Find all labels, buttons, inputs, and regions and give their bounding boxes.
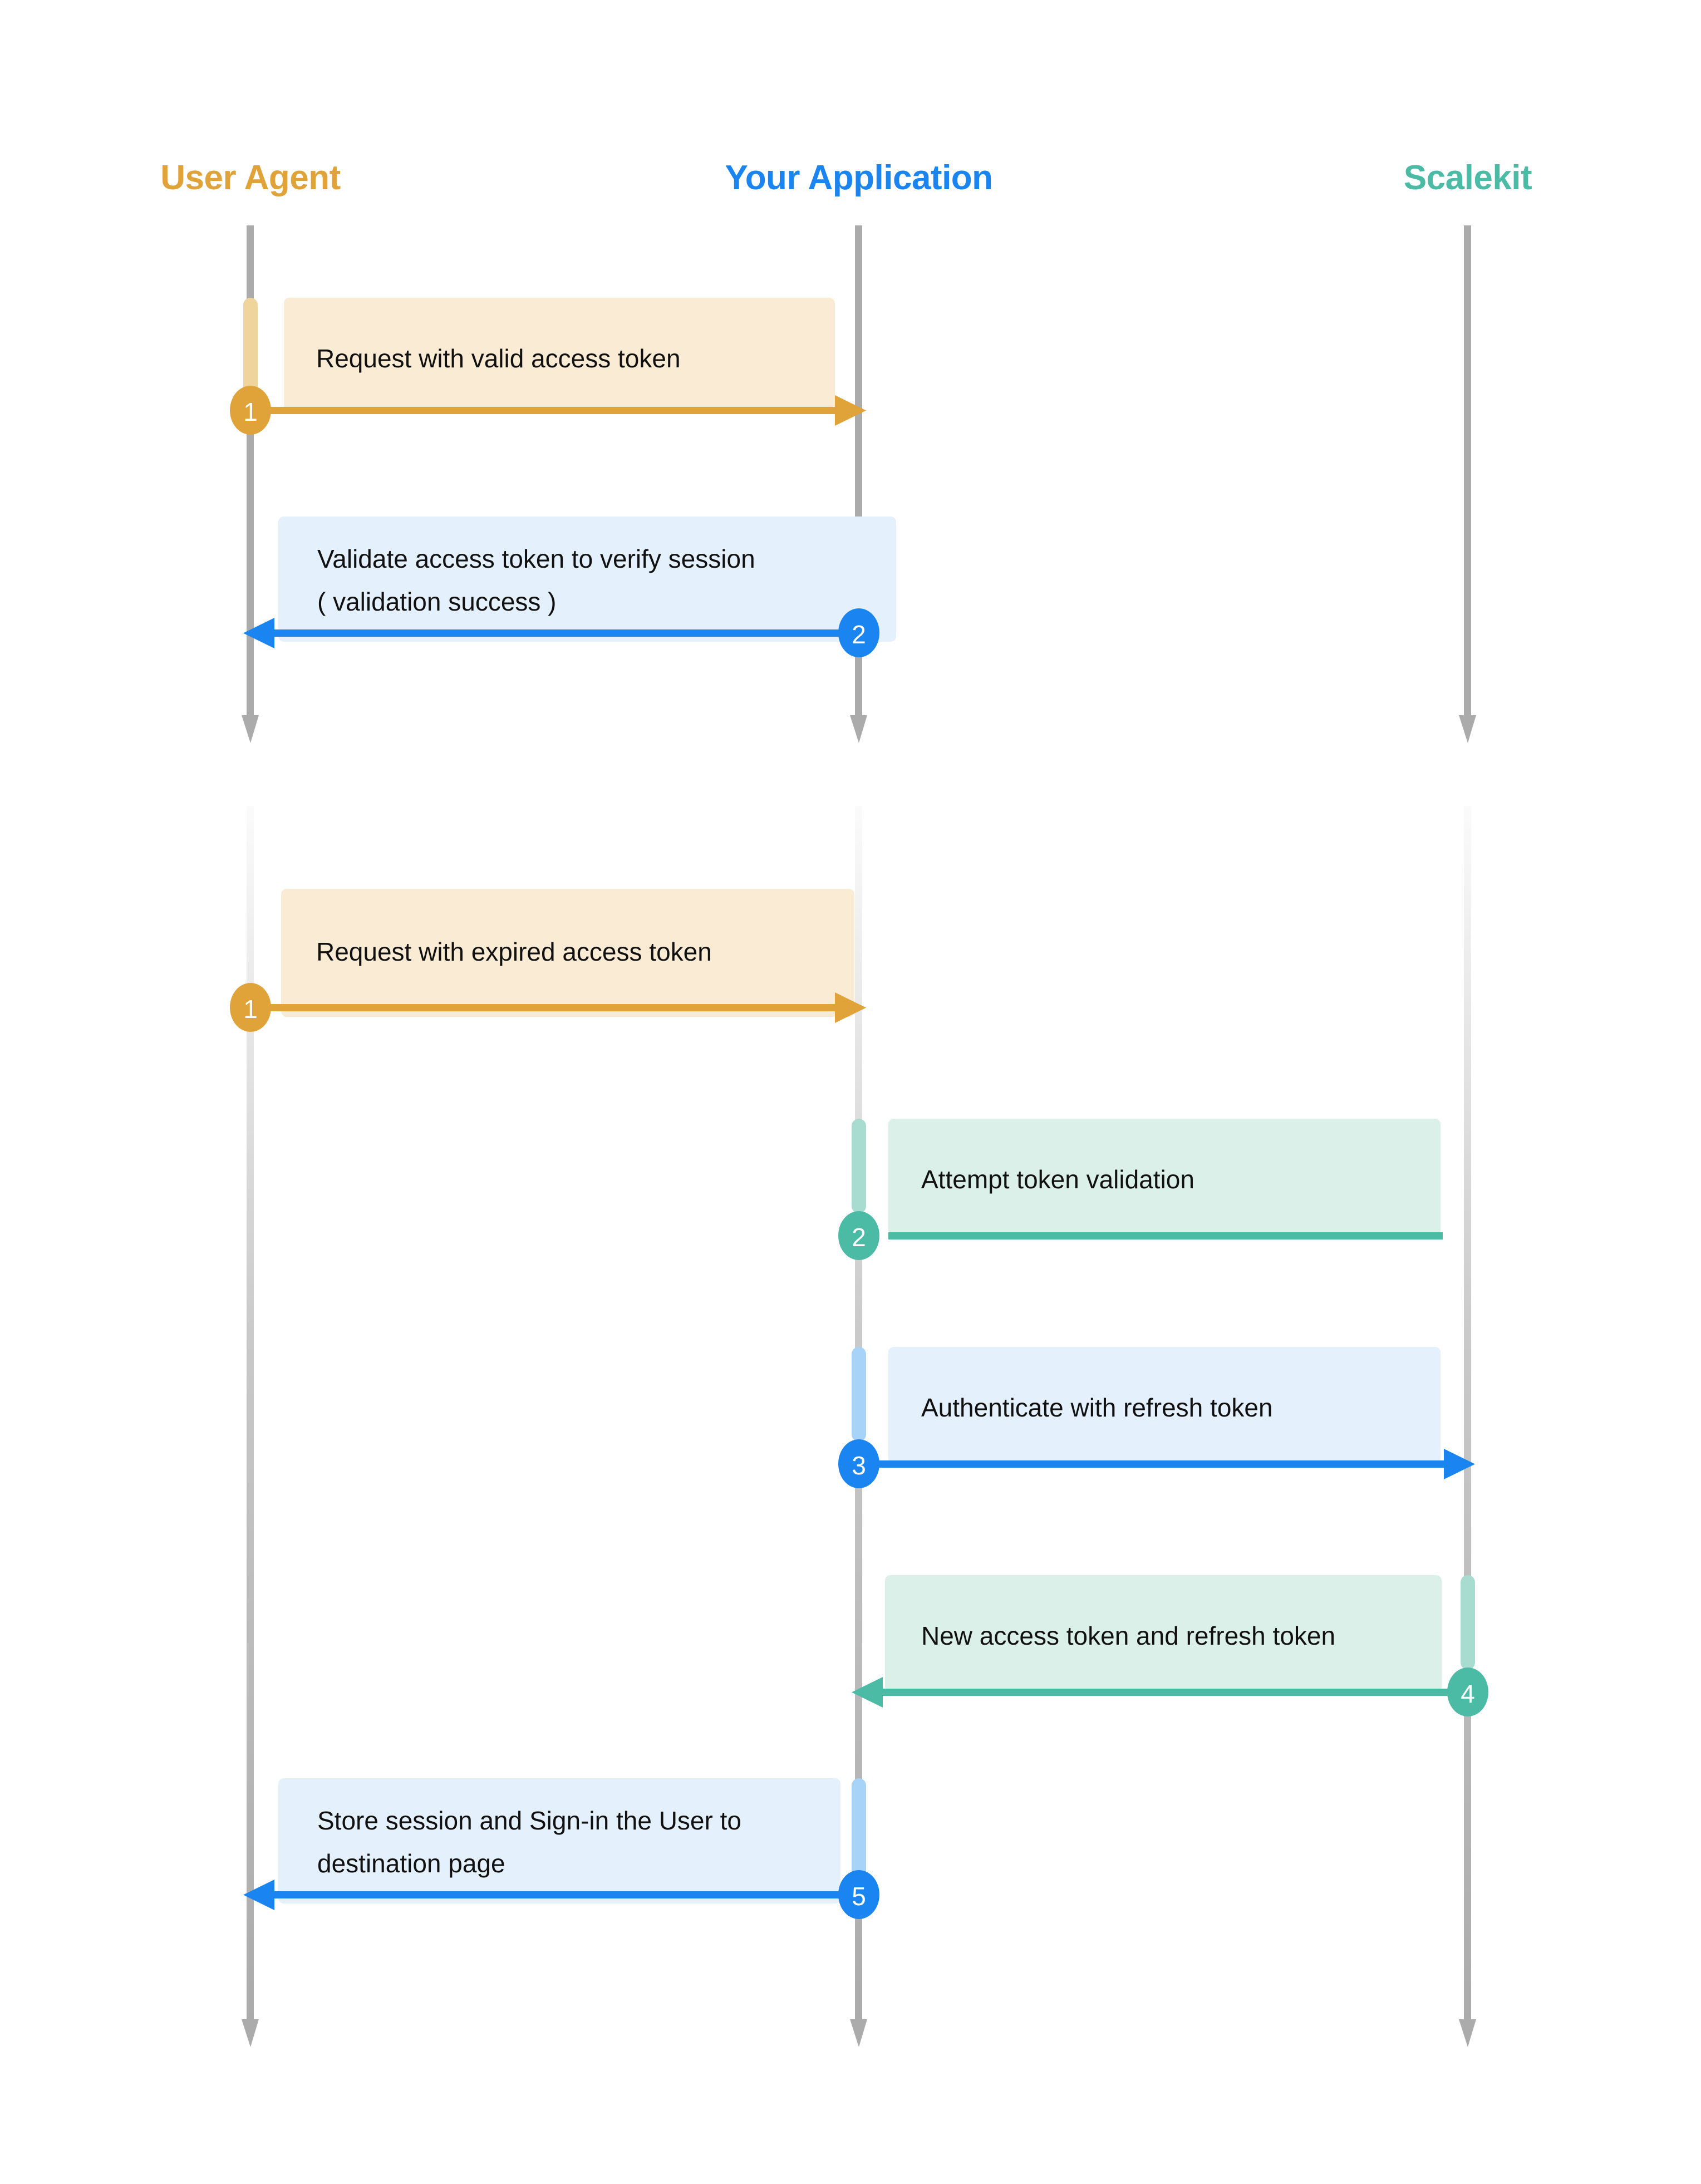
lifeline-arrow-scalekit-section-2 [1459, 2019, 1476, 2047]
message-label-2-3: Authenticate with refresh token [921, 1393, 1273, 1422]
message-line-2-1 [250, 1004, 835, 1011]
sequence-number-2-2: 2 [852, 1223, 866, 1252]
sequence-badge-2-1 [230, 983, 271, 1032]
note-box-msg-2-5 [278, 1778, 840, 1903]
message-arrowhead-2-4 [852, 1677, 883, 1708]
sequence-number-1-1: 1 [243, 397, 258, 426]
note-box-msg-2-3 [888, 1347, 1441, 1464]
sequence-badge-2-5 [838, 1870, 879, 1919]
message-2-2[interactable]: Attempt token validation 2 [838, 1119, 1443, 1260]
lifeline-arrow-user-agent-section-2 [242, 2019, 259, 2047]
activation-bar-your-application-msg-2-5 [852, 1778, 866, 1878]
lifeline-arrow-scalekit-section-1 [1459, 715, 1476, 743]
sequence-number-2-1: 1 [243, 995, 258, 1024]
actor-label-user-agent: User Agent [160, 159, 340, 197]
message-line-1-1 [250, 407, 835, 414]
note-box-msg-2-1 [281, 889, 854, 1017]
sequence-badge-1-1 [230, 386, 271, 435]
sequence-number-2-4: 4 [1461, 1679, 1475, 1708]
actor-label-scalekit: Scalekit [1404, 159, 1532, 197]
message-line-2-5 [273, 1891, 859, 1898]
lifeline-arrow-user-agent-section-1 [242, 715, 259, 743]
message-label-1-2-line-1: Validate access token to verify session [317, 544, 755, 573]
lifeline-scalekit-section-1 [1464, 225, 1471, 715]
message-line-2-4 [881, 1689, 1468, 1696]
activation-bar-your-application-msg-2-2 [852, 1119, 866, 1213]
message-arrowhead-2-3 [1444, 1449, 1475, 1479]
message-1-2[interactable]: Validate access token to verify session … [243, 517, 896, 657]
lifeline-arrow-your-application-section-1 [850, 715, 867, 743]
message-label-2-5-line-2: destination page [317, 1849, 505, 1878]
message-arrowhead-1-1 [835, 395, 866, 426]
note-box-msg-2 [278, 517, 896, 642]
message-label-2-5-line-1: Store session and Sign-in the User to [317, 1806, 741, 1835]
message-2-3[interactable]: Authenticate with refresh token 3 [838, 1347, 1475, 1488]
note-box-msg-2-4 [885, 1575, 1442, 1692]
lifeline-scalekit-section-2 [1464, 806, 1471, 2019]
sequence-badge-2-4 [1447, 1667, 1488, 1716]
note-box-msg-2-2 [888, 1119, 1441, 1236]
message-line-2-2 [888, 1232, 1443, 1239]
sequence-number-1-2: 2 [852, 620, 866, 649]
message-label-2-4: New access token and refresh token [921, 1621, 1335, 1650]
actor-headers: User Agent Your Application Scalekit [160, 159, 1532, 197]
note-box-msg-1 [284, 298, 835, 412]
message-line-2-3 [859, 1460, 1444, 1468]
lifeline-arrow-your-application-section-2 [850, 2019, 867, 2047]
message-arrowhead-1-2 [243, 618, 274, 648]
sequence-number-2-5: 5 [852, 1882, 866, 1911]
sequence-badge-1-2 [838, 608, 879, 657]
message-line-1-2 [273, 629, 859, 637]
message-2-5[interactable]: Store session and Sign-in the User to de… [243, 1778, 879, 1919]
message-label-1-1: Request with valid access token [316, 344, 681, 373]
message-arrowhead-2-5 [243, 1880, 274, 1910]
message-label-2-1: Request with expired access token [316, 937, 712, 966]
actor-label-your-application: Your Application [725, 159, 992, 197]
sequence-number-2-3: 3 [852, 1451, 866, 1480]
message-2-1[interactable]: Request with expired access token 1 [230, 889, 866, 1032]
message-arrowhead-2-1 [835, 992, 866, 1023]
lifeline-user-agent-section-2 [247, 806, 254, 2019]
message-1-1[interactable]: Request with valid access token 1 [230, 298, 866, 435]
message-label-2-2: Attempt token validation [921, 1165, 1194, 1194]
sequence-badge-2-3 [838, 1439, 879, 1488]
activation-bar-scalekit-msg-2-4 [1461, 1575, 1475, 1670]
activation-bar-your-application-msg-2-3 [852, 1347, 866, 1442]
sequence-badge-2-2 [838, 1211, 879, 1260]
message-2-4[interactable]: New access token and refresh token 4 [852, 1575, 1488, 1716]
message-label-1-2-line-2: ( validation success ) [317, 587, 557, 616]
activation-bar-user-agent-msg-1 [243, 298, 258, 395]
